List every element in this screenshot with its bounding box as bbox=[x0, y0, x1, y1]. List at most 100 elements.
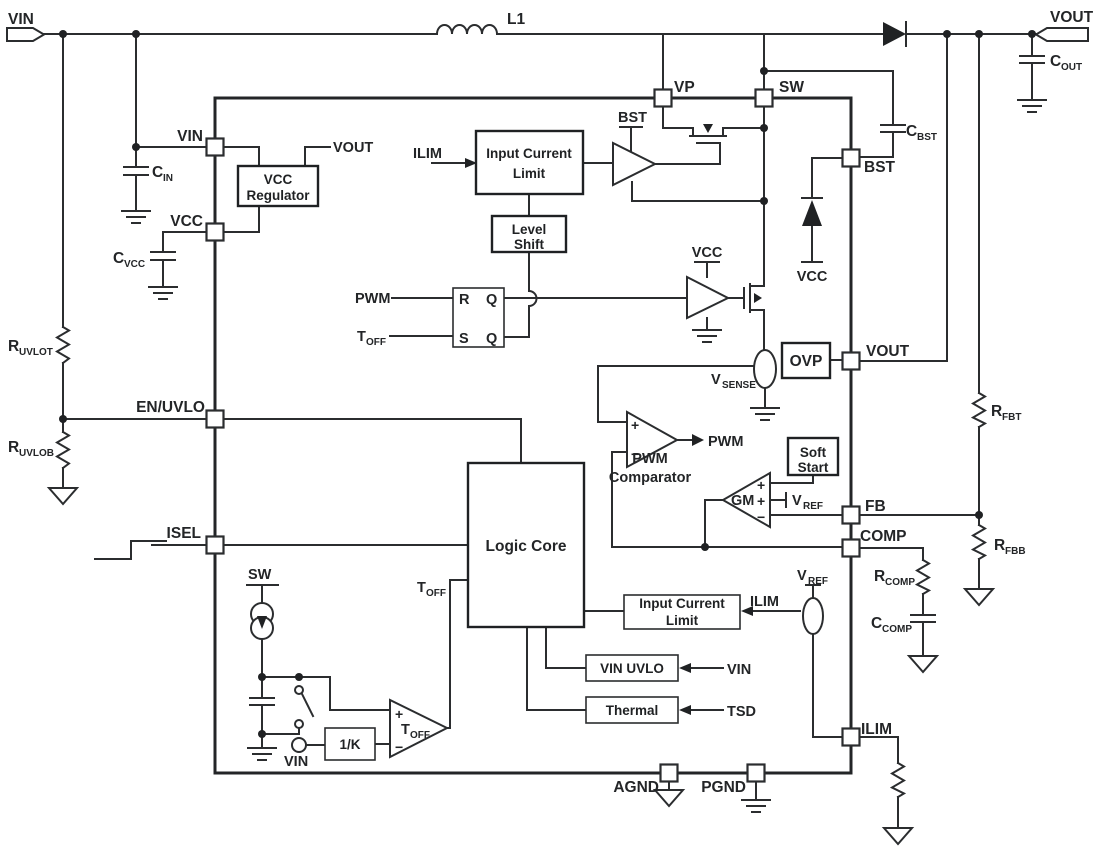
pin-en-uvlo bbox=[205, 409, 225, 429]
vref-src-sub: REF bbox=[808, 576, 828, 587]
rcomp-resistor bbox=[914, 558, 932, 596]
rilim-ext-wire bbox=[859, 736, 899, 829]
junction-dot bbox=[1028, 30, 1036, 38]
hs-fet-drain-lead bbox=[722, 127, 765, 137]
pin-ilim bbox=[841, 727, 861, 747]
ic-boundary bbox=[213, 96, 853, 775]
vccreg-vout-wire bbox=[304, 146, 331, 167]
gm-out-wire bbox=[704, 499, 724, 548]
vcc-boot-label: VCC bbox=[797, 269, 828, 285]
cbst-wire bbox=[763, 70, 894, 158]
pwm-comparator-line1: PWM bbox=[632, 451, 667, 467]
ilim-bottom-label: ILIM bbox=[750, 594, 779, 610]
junction-dot bbox=[760, 67, 768, 75]
ovp-block bbox=[780, 341, 832, 380]
pin-bst bbox=[841, 148, 861, 168]
vout-io-flag bbox=[1034, 27, 1089, 42]
current-source-arrow bbox=[257, 616, 267, 629]
gm-plus-top: + bbox=[757, 477, 765, 493]
switch-contact-top bbox=[294, 685, 304, 695]
hs-driver-buffer bbox=[612, 141, 658, 187]
toff-net-label: T bbox=[417, 580, 426, 596]
bst-rail-label: BST bbox=[618, 110, 647, 126]
vcc-regulator-line1: VCC bbox=[264, 172, 293, 187]
ccomp-ground bbox=[906, 655, 940, 674]
timing-capacitor bbox=[249, 697, 275, 706]
l1-label: L1 bbox=[507, 11, 525, 28]
cout-capacitor bbox=[1019, 55, 1045, 64]
cin-capacitor bbox=[123, 166, 149, 176]
levelshift-to-qb-wire bbox=[503, 251, 538, 338]
vin-sig-label: VIN bbox=[727, 662, 751, 678]
boot-diode-wire bbox=[811, 157, 843, 263]
ic-pins bbox=[205, 88, 861, 783]
pwm-comparator-line2: Comparator bbox=[609, 470, 692, 486]
switch-contact-bottom bbox=[294, 719, 304, 729]
vsense-sub: SENSE bbox=[722, 380, 756, 391]
cvcc-ground bbox=[148, 286, 178, 300]
k-divider-block bbox=[324, 727, 376, 761]
input-network bbox=[46, 33, 216, 560]
pin-comp bbox=[841, 538, 861, 558]
k-divider-label: 1/K bbox=[339, 737, 360, 752]
cout-label: C bbox=[1050, 53, 1061, 70]
cvcc-branch-wire bbox=[162, 231, 216, 288]
tsd-label: TSD bbox=[727, 704, 756, 720]
ls-driver-buffer bbox=[686, 275, 731, 320]
pin-bst-label: BST bbox=[864, 159, 896, 176]
vin-uvlo-label: VIN UVLO bbox=[600, 661, 664, 676]
junction-dot bbox=[943, 30, 951, 38]
pin-vout bbox=[841, 351, 861, 371]
driver-return-wire bbox=[631, 181, 765, 202]
pin-ilim-label: ILIM bbox=[861, 721, 892, 738]
switch-blade bbox=[300, 692, 315, 718]
pin-isel-label: ISEL bbox=[167, 525, 201, 542]
pwm-out-label: PWM bbox=[708, 434, 743, 450]
junction-dot bbox=[760, 124, 768, 132]
ccomp-label: C bbox=[871, 615, 882, 632]
level-shift-line1: Level bbox=[512, 222, 547, 237]
ruvlob-ground bbox=[46, 487, 80, 506]
cout-sub: OUT bbox=[1061, 62, 1082, 73]
sw-sense-tbar bbox=[246, 584, 279, 603]
junction-dot bbox=[295, 673, 303, 681]
pin-vp-label: VP bbox=[674, 79, 695, 96]
vcc-rail-tbar bbox=[694, 261, 720, 278]
vcc-regulator-line2: Regulator bbox=[246, 188, 310, 203]
gm-label: GM bbox=[731, 493, 754, 509]
ovp-label: OVP bbox=[790, 353, 823, 370]
thermal-arrowhead bbox=[679, 705, 691, 715]
junction-dot bbox=[59, 30, 67, 38]
toff-net-sub: OFF bbox=[426, 588, 446, 599]
ls-fet-arrow bbox=[754, 293, 762, 303]
ic-blocks bbox=[236, 129, 840, 761]
vref-gm-sub: REF bbox=[803, 501, 823, 512]
junction-dots bbox=[59, 30, 1036, 738]
junction-dot bbox=[258, 673, 266, 681]
gm-amplifier-triangle bbox=[720, 471, 771, 529]
logic-core-block bbox=[466, 461, 586, 629]
vcc-rail-label: VCC bbox=[692, 245, 723, 261]
pwm-out-arrowhead bbox=[692, 434, 704, 446]
rfbt-resistor bbox=[970, 391, 988, 429]
cbst-capacitor bbox=[880, 124, 906, 133]
input-current-limit-bottom-block bbox=[623, 594, 741, 630]
toff-comp-label: T bbox=[401, 722, 410, 738]
icl-bottom-line1: Input Current bbox=[639, 596, 725, 611]
vin-io-flag bbox=[6, 27, 46, 42]
cin-sub: IN bbox=[163, 173, 173, 184]
level-shift-line2: Shift bbox=[514, 237, 544, 252]
vinuvlo-arrowhead bbox=[679, 663, 691, 673]
toff-comp-plus: + bbox=[395, 706, 403, 722]
cin-ground bbox=[121, 210, 151, 224]
pin-pgnd-label: PGND bbox=[701, 779, 746, 796]
gm-minus: − bbox=[757, 509, 765, 525]
switch-bottom-wire bbox=[261, 727, 300, 735]
toff-in-label: T bbox=[357, 329, 366, 345]
toff-net-wire bbox=[446, 579, 469, 729]
latch-qb-label: Q bbox=[486, 331, 497, 347]
timing-ground bbox=[247, 747, 277, 761]
top-rail-net bbox=[43, 21, 1037, 99]
